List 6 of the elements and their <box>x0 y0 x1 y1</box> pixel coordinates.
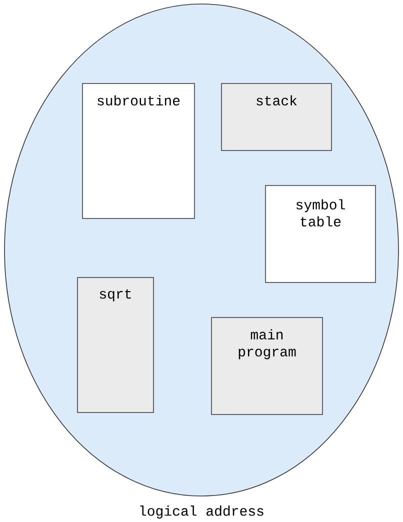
segment-box: stack <box>221 83 332 151</box>
segment-box: subroutine <box>82 83 195 219</box>
node-label: logical address <box>140 506 264 519</box>
segment-box: sqrt <box>77 277 154 413</box>
segment-box: main program <box>211 317 323 415</box>
segment-box: symbol table <box>265 185 376 283</box>
